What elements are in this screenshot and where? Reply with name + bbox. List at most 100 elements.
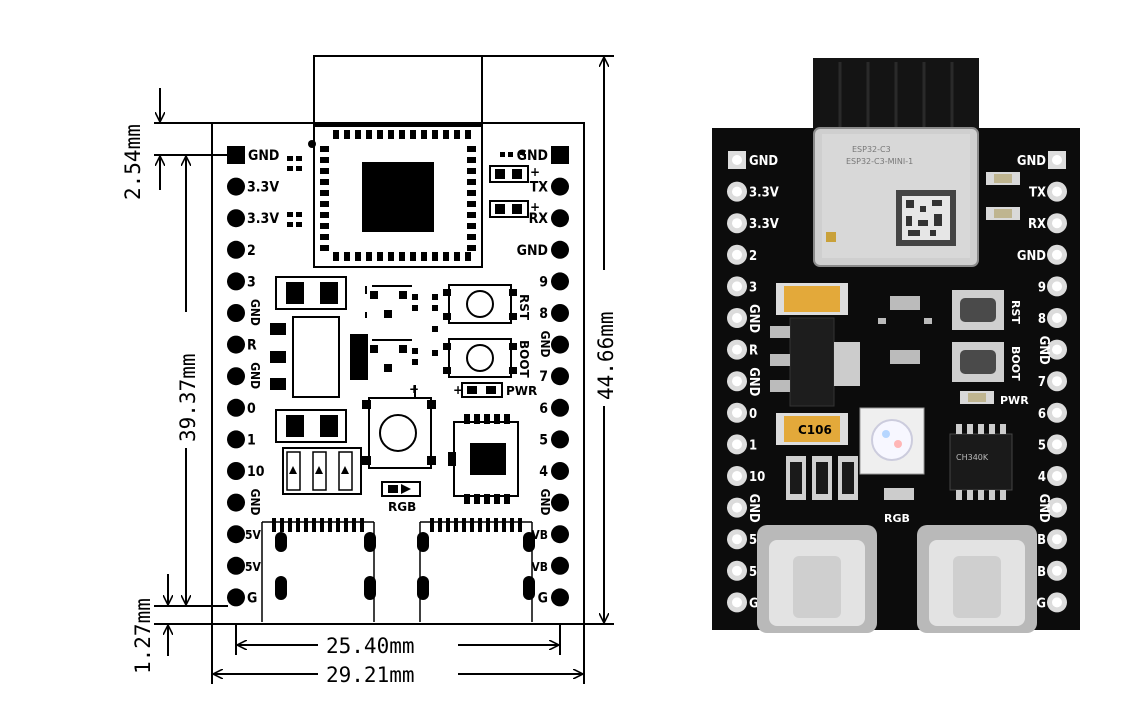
tantalum-cap-2 bbox=[275, 409, 347, 443]
left-pin-label: GND bbox=[248, 148, 279, 164]
photo-left-pin-label: 0 bbox=[749, 407, 757, 422]
antenna-outline bbox=[313, 55, 483, 127]
rx-led-footprint: + bbox=[489, 200, 540, 218]
right-pin: GND bbox=[517, 240, 569, 259]
right-pin: GND bbox=[538, 489, 569, 516]
right-pin-label: 5 bbox=[539, 432, 548, 448]
left-pin: 5V bbox=[227, 556, 262, 575]
svg-text:RGB: RGB bbox=[884, 512, 910, 525]
left-pin: GND bbox=[227, 146, 279, 164]
right-pin-label: G bbox=[538, 590, 548, 606]
right-pin: TX bbox=[530, 177, 569, 196]
left-pin: 5V bbox=[227, 525, 262, 544]
left-pin: 10 bbox=[227, 462, 265, 480]
right-pin: 8 bbox=[539, 304, 569, 322]
svg-text:RST: RST bbox=[1009, 300, 1022, 324]
photo-regulator bbox=[789, 317, 835, 407]
photo-right-pin-label: GND bbox=[1017, 249, 1046, 264]
left-pin-label: 2 bbox=[247, 243, 256, 259]
photo-right-pin-label: 9 bbox=[1038, 280, 1046, 295]
left-pin: GND bbox=[227, 489, 262, 516]
right-pin-label: GND bbox=[538, 331, 552, 358]
left-pin: 1 bbox=[227, 430, 256, 449]
pitch-height-label: 39.37mm bbox=[176, 353, 200, 442]
right-pin: 6 bbox=[539, 398, 569, 417]
photo-right-pin-label: 4 bbox=[1038, 470, 1046, 485]
photo-left-pin-label: 3.3V bbox=[749, 186, 779, 201]
photo-left-pin-label: 2 bbox=[749, 249, 757, 264]
photo-right-pin-label: G bbox=[1036, 596, 1046, 611]
right-pin-label: GND bbox=[538, 489, 552, 516]
rgb-label: RGB bbox=[388, 500, 416, 514]
svg-text:+: + bbox=[453, 383, 463, 397]
board-width-label: 29.21mm bbox=[326, 663, 415, 687]
rst-button-footprint: RST bbox=[443, 284, 531, 324]
right-pin-label: GND bbox=[517, 243, 548, 259]
photo-usb-ic-label: CH340K bbox=[956, 453, 989, 462]
left-pin-label: GND bbox=[248, 489, 262, 516]
photo-left-pin-label: 3 bbox=[749, 280, 757, 295]
right-pin: GND bbox=[538, 331, 569, 358]
photo-module-subtitle: ESP32-C3-MINI-1 bbox=[846, 157, 913, 166]
photo-left-pin-label: GND bbox=[746, 494, 761, 523]
rgb-led-footprint: + bbox=[362, 382, 436, 469]
photo-usb-ic bbox=[949, 433, 1013, 491]
board-height-label: 44.66mm bbox=[594, 311, 618, 400]
module-outline bbox=[313, 123, 483, 268]
module-pads bbox=[320, 130, 476, 261]
right-pin-label: VB bbox=[531, 528, 548, 542]
pwr-label: PWR bbox=[506, 384, 537, 398]
rgb-silk-marker: RGB bbox=[381, 481, 421, 514]
left-pin: 2 bbox=[227, 240, 256, 259]
photo-right-pin-label: 6 bbox=[1038, 407, 1046, 422]
board-photo: ESP32-C3 ESP32-C3-MINI-1 GND3.3V3.3V23GN… bbox=[712, 58, 1080, 633]
photo-right-pin-label: RX bbox=[1028, 217, 1046, 232]
photo-right-pin-label: GND bbox=[1036, 494, 1051, 523]
photo-left-pin-label: G bbox=[749, 596, 759, 611]
tx-led-footprint: + bbox=[489, 165, 540, 183]
right-pin-label: 6 bbox=[539, 401, 548, 417]
boot-label: BOOT bbox=[517, 340, 531, 379]
svg-text:+: + bbox=[530, 165, 540, 179]
photo-right-pin-label: 8 bbox=[1038, 312, 1046, 327]
left-pin: 3 bbox=[227, 272, 256, 291]
module-ground-pad bbox=[362, 162, 434, 232]
regulator bbox=[292, 316, 340, 398]
photo-right-pin-label: 7 bbox=[1038, 375, 1046, 390]
boot-button-footprint: BOOT bbox=[443, 338, 531, 379]
svg-text:+: + bbox=[530, 200, 540, 214]
top-offset-label: 2.54mm bbox=[121, 124, 145, 200]
right-pin-label: 4 bbox=[539, 464, 548, 480]
left-pin: GND bbox=[227, 299, 262, 326]
left-pin-label: 3 bbox=[247, 274, 256, 290]
right-pin: 5 bbox=[539, 430, 569, 449]
right-pin-label: 9 bbox=[539, 274, 548, 290]
left-pin-label: 3.3V bbox=[247, 211, 279, 227]
left-pin-label: GND bbox=[248, 362, 262, 389]
pwr-led-footprint: + PWR bbox=[453, 382, 537, 398]
right-pin: VB bbox=[531, 556, 569, 575]
photo-right-pin-label: TX bbox=[1029, 186, 1046, 201]
left-pin: R bbox=[227, 335, 257, 354]
photo-right-pin-label: GND bbox=[1017, 154, 1046, 169]
photo-left-pin-label: 1 bbox=[749, 438, 757, 453]
left-pin-label: 0 bbox=[247, 401, 256, 417]
right-pin-label: 7 bbox=[539, 369, 548, 385]
photo-tantalum-label: C106 bbox=[798, 423, 832, 437]
right-pin: G bbox=[538, 588, 569, 607]
left-pin: GND bbox=[227, 362, 262, 389]
usb-c-left-footprint bbox=[261, 518, 376, 622]
photo-left-pin-label: GND bbox=[749, 154, 778, 169]
usb-serial-ic-footprint bbox=[448, 414, 519, 504]
diode-array bbox=[282, 447, 362, 495]
right-pin: 4 bbox=[539, 462, 569, 480]
right-pin-label: VB bbox=[531, 560, 548, 574]
left-pin: 3.3V bbox=[227, 177, 279, 196]
right-pin: RX bbox=[529, 209, 569, 228]
left-pin-label: 10 bbox=[247, 464, 265, 480]
photo-right-pin-label: 5 bbox=[1038, 438, 1046, 453]
left-pin-label: R bbox=[247, 338, 257, 354]
